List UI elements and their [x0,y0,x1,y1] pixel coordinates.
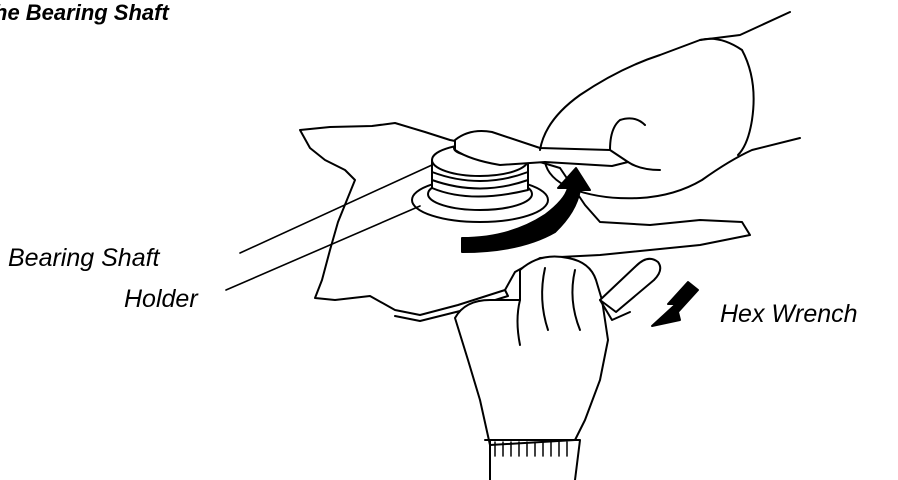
leader-bearing-shaft [239,164,433,254]
lower-glove-ribs [494,441,568,457]
upper-glove [539,11,801,200]
lower-glove-fingers [516,267,581,346]
hex-wrench [599,257,662,313]
leader-holder [225,205,421,291]
hex-arrow [651,281,699,327]
lower-glove-cuff [484,439,581,480]
bearing-shaft-label: Bearing Shaft [8,244,160,272]
rotation-arrow [461,167,591,253]
upper-glove-cuff [699,37,755,156]
bearing-shaft-ring [431,171,529,182]
bearing-shaft-ring2 [431,179,529,190]
holder-label: Holder [124,285,198,313]
figure-title: he Bearing Shaft [0,0,169,25]
hex-wrench-tip [599,299,631,321]
top-wrench [454,130,629,167]
hex-wrench-label: Hex Wrench [720,300,858,328]
